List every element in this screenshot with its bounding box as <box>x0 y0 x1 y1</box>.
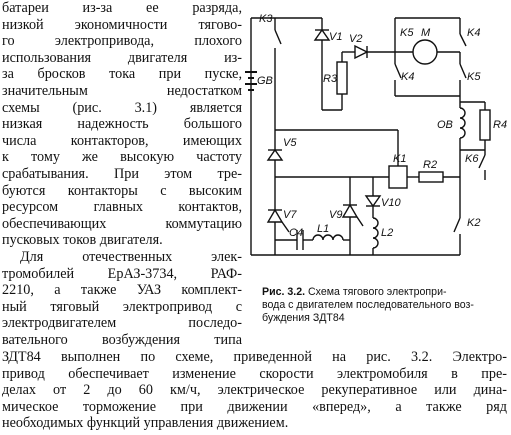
label-k4-top: K4 <box>467 27 480 39</box>
circuit-diagram: K3 V1 V2 K5 M K4 GB R3 K4 K5 V5 ОВ R4 K6… <box>245 13 507 256</box>
text-line: мическое торможение при движении «вперед… <box>2 398 507 415</box>
text-line: значительным недостатком <box>2 82 242 99</box>
text-line: ный тяговый электропривод с <box>2 298 242 315</box>
label-k5-top: K5 <box>400 27 414 39</box>
figure-caption: Рис. 3.2. Схема тягового электропри- вод… <box>262 286 510 325</box>
text-line: необходимых функций управления движением… <box>2 415 289 432</box>
label-k2: K2 <box>467 217 480 229</box>
text-line: срабатывания. При этом тре- <box>2 165 242 182</box>
text-line: к тому же высокую частоту <box>2 149 242 166</box>
text-line: электродвигателем последо- <box>2 315 242 332</box>
label-k5-bottom: K5 <box>467 71 481 83</box>
text-line: низкой экономичности тягово- <box>2 16 242 33</box>
caption-line-1-rest: Схема тягового электропри- <box>307 286 447 298</box>
text-line: пусковых токов двигателя. <box>2 232 163 249</box>
text-line: низкая надежность большого <box>2 116 242 133</box>
text-line: го электропривода, плохого <box>2 33 242 50</box>
text-line: буются контакторы с высоким <box>2 182 242 199</box>
text-line: за бросков тока при пуске, <box>2 66 242 83</box>
caption-line-1: Рис. 3.2. Схема тягового электропри- <box>262 286 510 299</box>
label-gb: GB <box>257 75 273 87</box>
caption-line-2: вода с двигателем последовательного воз- <box>262 299 474 311</box>
text-line: 2210, а также УАЗ комплект- <box>2 282 242 299</box>
text-line: схемы (рис. 3.1) является <box>2 99 242 116</box>
label-r2: R2 <box>423 159 437 171</box>
text-line: ЗДТ84 выполнен по схеме, приведенной на … <box>2 349 507 365</box>
text-line: тромобилей ЕрАЗ-3734, РАФ- <box>2 265 242 282</box>
text-line: делах от 2 до 60 км/ч, электрическое рек… <box>2 382 507 399</box>
label-k3: K3 <box>259 13 273 25</box>
label-v2: V2 <box>349 33 362 45</box>
label-v7: V7 <box>283 209 297 221</box>
label-v9: V9 <box>329 209 342 221</box>
text-line: привод обеспечивает изменение скорости э… <box>2 365 507 382</box>
text-line: Для отечественных элек- <box>20 248 242 265</box>
text-line: вательного возбуждения типа <box>2 331 242 348</box>
label-k1: K1 <box>393 153 406 165</box>
label-r3: R3 <box>323 73 338 85</box>
label-v1: V1 <box>329 31 342 43</box>
text-line: числа контакторов, имеющих <box>2 132 242 149</box>
full-width-paragraph: ЗДТ84 выполнен по схеме, приведенной на … <box>2 349 507 432</box>
label-v5: V5 <box>283 137 297 149</box>
label-c4: C4 <box>289 227 303 239</box>
label-k4-bottom: K4 <box>401 71 414 83</box>
text-line: ресурсом главных контактов, <box>2 199 242 216</box>
label-k6: K6 <box>465 153 479 165</box>
caption-line-3: буждения ЗДТ84 <box>262 312 345 324</box>
label-ov: ОВ <box>437 119 453 131</box>
text-line: использования двигателя из- <box>2 49 242 66</box>
text-line: батареи из-за ее разряда, <box>2 0 242 16</box>
label-r4: R4 <box>493 119 507 131</box>
left-column-text: батареи из-за ее разряда,низкой экономич… <box>2 0 242 348</box>
text-line: обеспечивающих коммутацию <box>2 215 242 232</box>
label-l1: L1 <box>317 223 329 235</box>
caption-label: Рис. 3.2. <box>262 286 306 298</box>
label-l2: L2 <box>381 227 393 239</box>
label-m: M <box>421 27 431 39</box>
label-v10: V10 <box>381 197 401 209</box>
